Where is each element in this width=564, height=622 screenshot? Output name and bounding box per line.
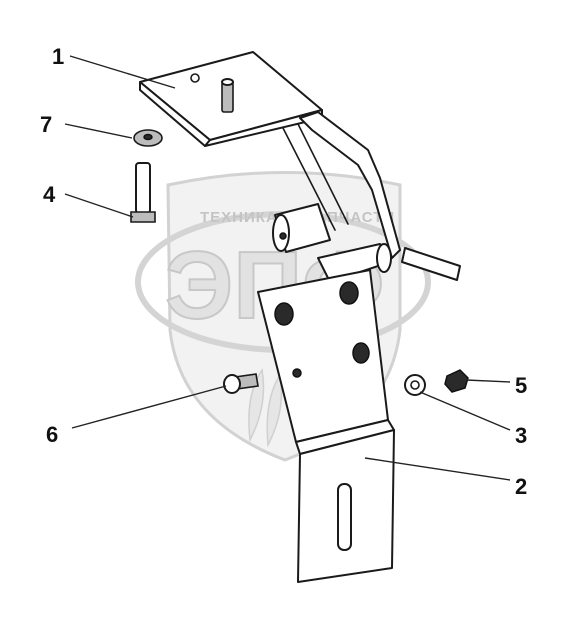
pedal-pad-hole <box>190 73 200 83</box>
lever-tab <box>401 247 461 281</box>
pedal-arm <box>299 111 401 259</box>
nut-part-5 <box>444 369 469 393</box>
pin-6-head <box>223 374 241 394</box>
bolt-4-head <box>130 211 156 223</box>
leader-4 <box>64 193 134 218</box>
nut-5-body <box>444 369 469 393</box>
callout-6: 6 <box>46 422 58 447</box>
bracket-slot <box>337 483 352 551</box>
callout-3: 3 <box>515 423 527 448</box>
pivot-sleeve-hole <box>279 232 287 240</box>
leader-lines <box>64 55 511 481</box>
callout-5: 5 <box>515 373 527 398</box>
watermark-brand-text: ТЕХНИКА <box>200 209 278 226</box>
pin-part-6 <box>223 373 259 394</box>
callout-2: 2 <box>515 474 527 499</box>
bracket-part-2 <box>257 269 395 583</box>
leader-3 <box>419 391 511 431</box>
bolt-part-4 <box>130 162 156 223</box>
leader-1 <box>69 55 176 89</box>
bracket-bolts <box>274 281 370 378</box>
lever-block-end <box>376 243 392 273</box>
leader-6 <box>71 385 227 429</box>
leader-7 <box>64 123 133 139</box>
leader-5 <box>465 379 511 383</box>
pedal-arm-lower <box>282 123 349 231</box>
washer-3-hole <box>410 380 420 390</box>
washer-3-body <box>404 374 426 396</box>
washer-7-hole <box>143 133 153 141</box>
washer-part-7 <box>133 129 163 147</box>
leader-2 <box>364 457 511 481</box>
callout-4: 4 <box>43 182 56 207</box>
callout-7: 7 <box>40 112 52 137</box>
pedal-pad-stud-top <box>221 78 234 86</box>
callout-labels: 1 7 4 6 5 3 2 <box>40 44 527 499</box>
pedal-pad-part-1 <box>139 51 401 259</box>
washer-part-3 <box>404 374 426 396</box>
bolt-4-shank <box>135 162 151 214</box>
pedal-pad-stud <box>221 81 234 113</box>
callout-1: 1 <box>52 44 64 69</box>
pivot-shaft <box>272 203 461 283</box>
